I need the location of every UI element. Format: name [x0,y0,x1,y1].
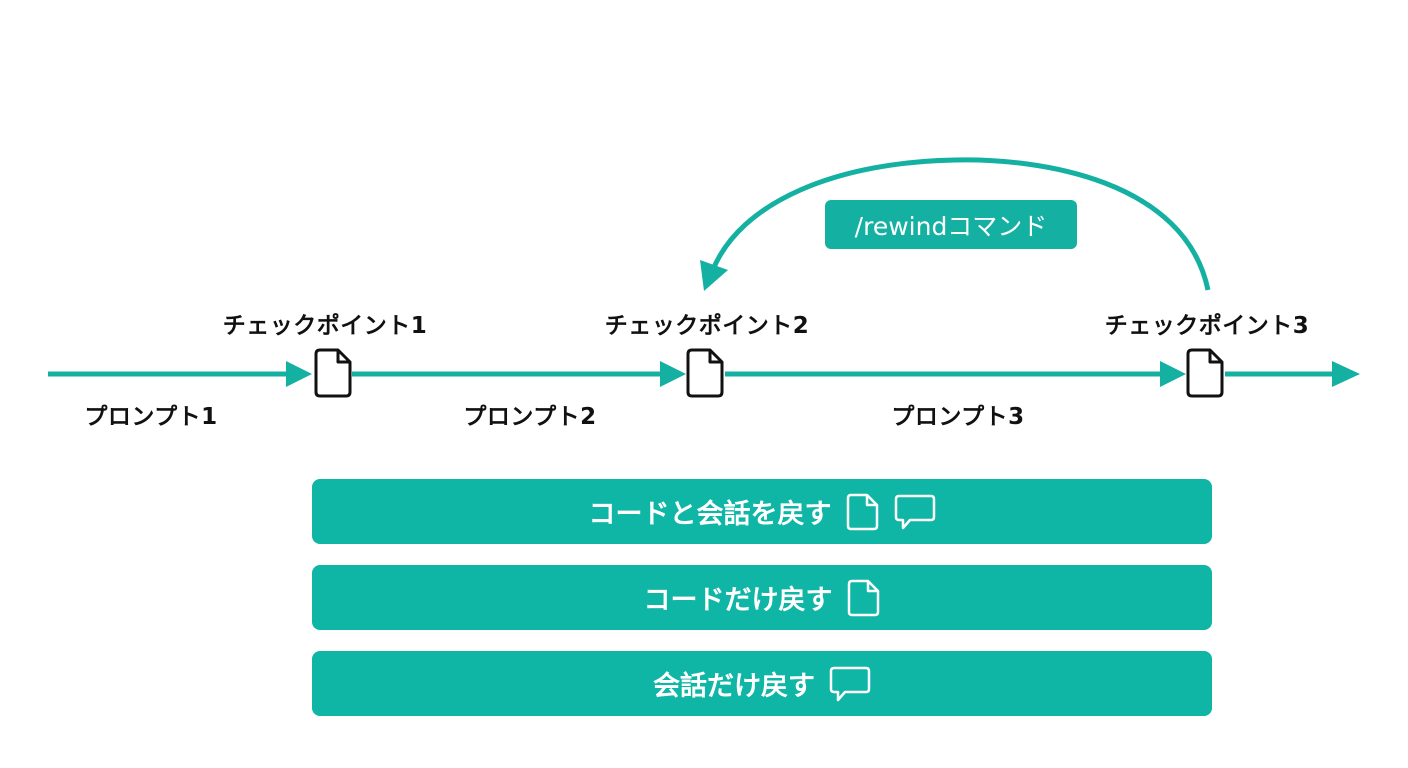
checkpoint-label: チェックポイント1 [222,313,428,339]
arrowhead [1332,361,1360,387]
option-label: コードだけ戻す [643,585,833,616]
option-revert-code-and-conversation[interactable]: コードと会話を戻す [312,479,1212,544]
option-label: 会話だけ戻す [653,671,815,702]
prompt-label: プロンプト1 [84,404,218,430]
prompt-label: プロンプト2 [463,404,597,430]
prompt-label: プロンプト3 [891,404,1025,430]
arrowhead [286,361,312,387]
rewind-command-label: /rewindコマンド [825,200,1077,249]
document-icon [314,348,352,398]
speech-bubble-icon [894,494,935,529]
rewind-arrowhead [700,260,728,291]
document-icon [847,579,879,616]
document-icon [686,348,724,398]
checkpoint-label: チェックポイント3 [1104,313,1310,339]
arrowhead [660,361,686,387]
document-icon [846,493,878,530]
checkpoint-label: チェックポイント2 [604,313,810,339]
document-icon [1186,348,1224,398]
option-revert-conversation-only[interactable]: 会話だけ戻す [312,651,1212,716]
arrowhead [1160,361,1186,387]
option-revert-code-only[interactable]: コードだけ戻す [312,565,1212,630]
rewind-arc [709,157,1211,291]
speech-bubble-icon [829,666,871,701]
option-label: コードと会話を戻す [588,499,832,530]
